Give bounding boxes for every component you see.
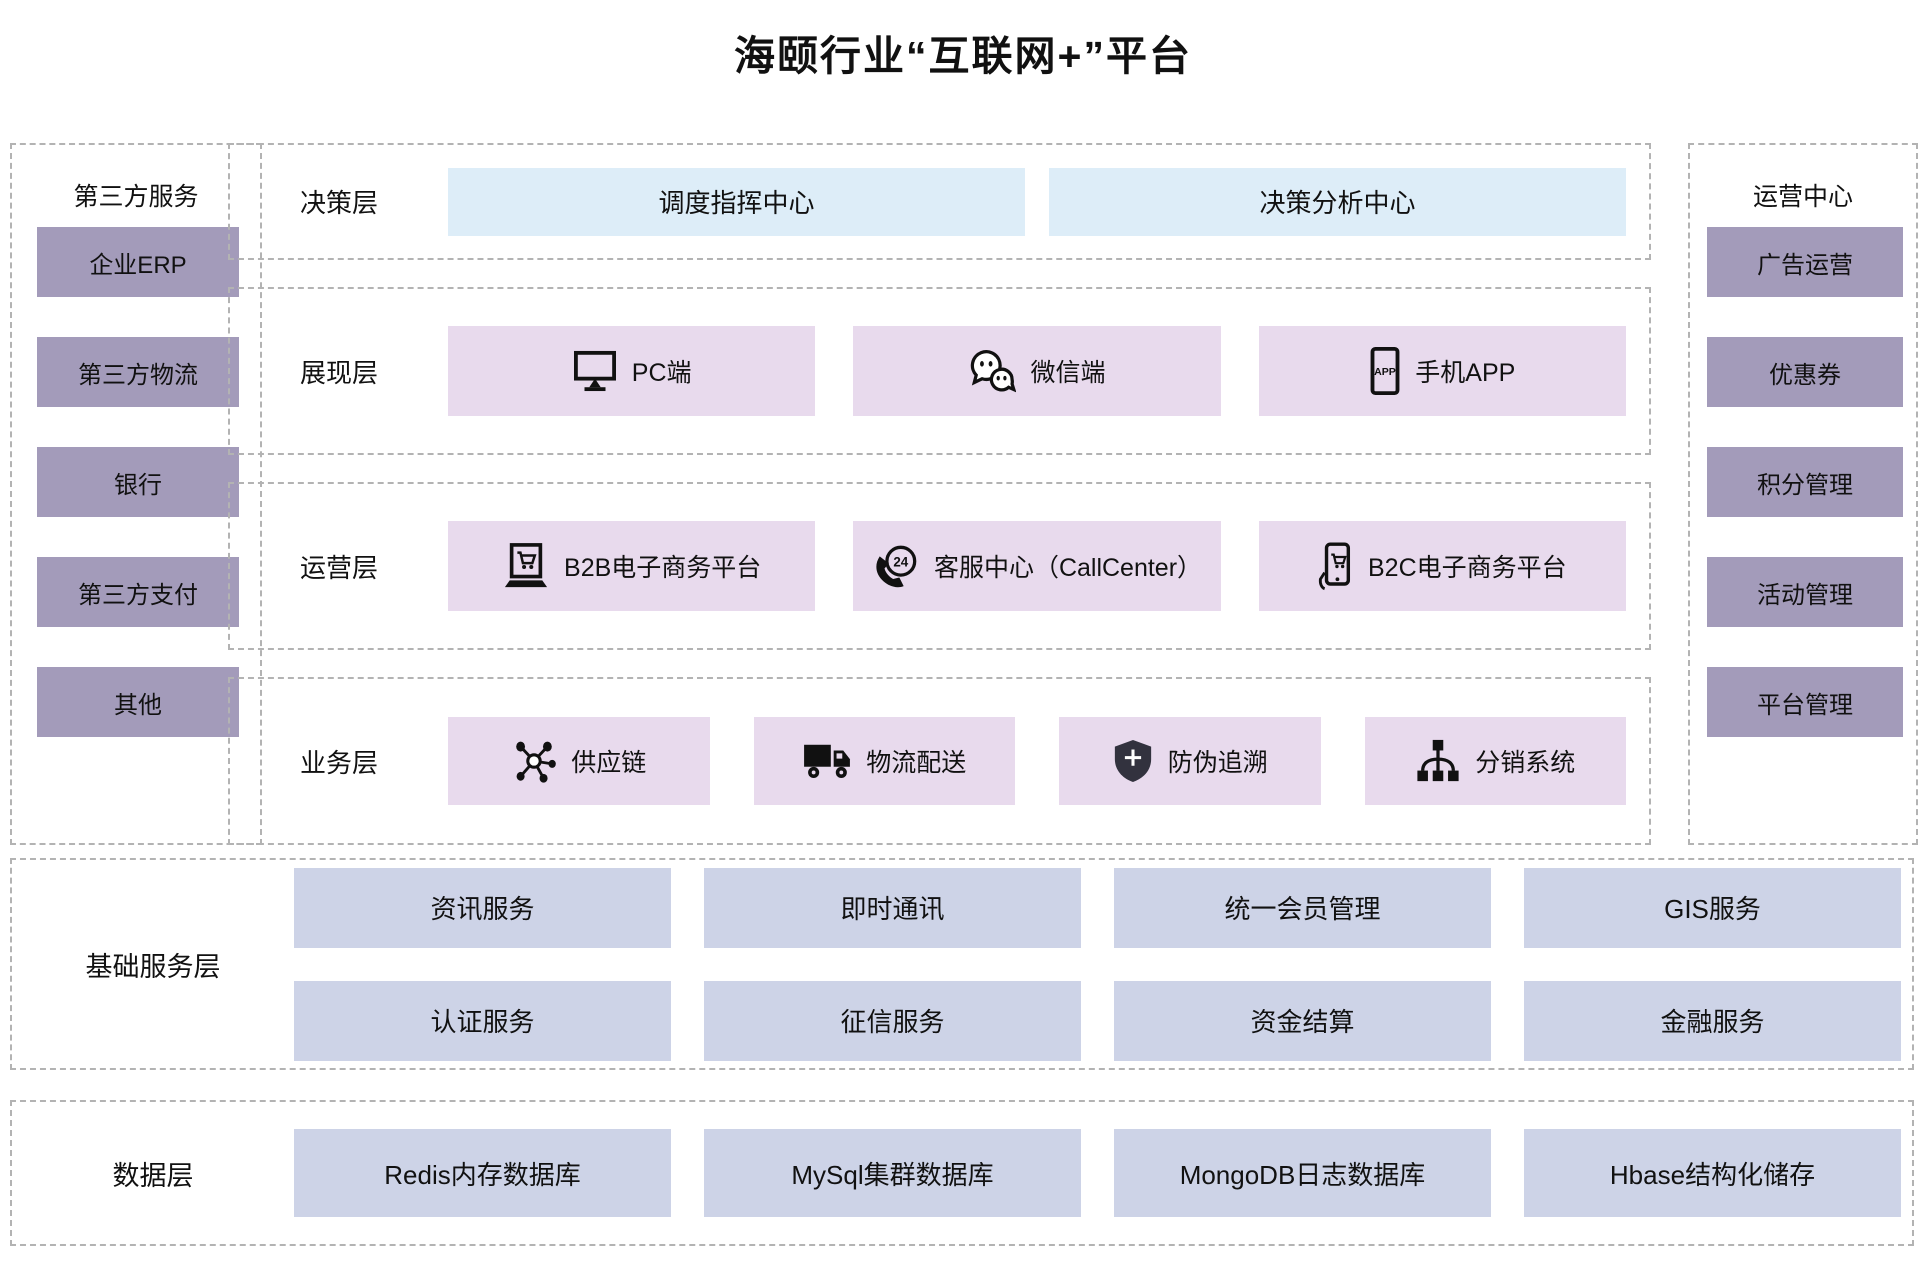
- db-mongodb-box: MongoDB日志数据库: [1114, 1129, 1491, 1217]
- svg-text:24: 24: [893, 554, 908, 569]
- dispatch-command-center-box: 调度指挥中心: [448, 167, 1025, 236]
- supply-chain-icon: [511, 739, 557, 783]
- decision-analysis-center-box: 决策分析中心: [1049, 167, 1626, 236]
- third-party-services-panel: 第三方服务 企业ERP 第三方物流 银行 第三方支付 其他: [10, 143, 262, 845]
- wechat-client-label: 微信端: [1030, 359, 1106, 387]
- db-redis-box: Redis内存数据库: [294, 1129, 671, 1217]
- business-layer-label: 业务层: [299, 747, 378, 778]
- ops-item-coupon: 优惠券: [1707, 337, 1903, 407]
- logistics-label: 物流配送: [866, 749, 967, 777]
- callcenter-24-icon: 24: [872, 543, 920, 589]
- anti-fake-label: 防伪追溯: [1167, 749, 1268, 777]
- svc-auth-box: 认证服务: [294, 980, 671, 1061]
- mobile-app-icon: APP: [1369, 346, 1401, 396]
- third-party-item-erp: 企业ERP: [37, 227, 239, 297]
- third-party-services-title: 第三方服务: [73, 183, 199, 211]
- ops-item-platform: 平台管理: [1707, 667, 1903, 737]
- svc-finance-box: 金融服务: [1524, 980, 1901, 1061]
- b2c-commerce-label: B2C电子商务平台: [1368, 554, 1567, 582]
- base-services-label: 基础服务层: [85, 951, 221, 982]
- svg-text:APP: APP: [1374, 366, 1396, 378]
- page-title: 海颐行业“互联网+”平台: [734, 33, 1192, 79]
- presentation-layer-label: 展现层: [299, 357, 378, 388]
- svc-member-box: 统一会员管理: [1114, 867, 1491, 948]
- presentation-layer-group: 展现层 PC端: [228, 287, 1651, 455]
- db-hbase-box: Hbase结构化储存: [1524, 1129, 1901, 1217]
- business-layer-group: 业务层: [228, 677, 1651, 845]
- logistics-box: 物流配送: [753, 717, 1015, 805]
- anti-fake-box: 防伪追溯: [1059, 717, 1321, 805]
- operation-layer-label: 运营层: [299, 552, 378, 583]
- wechat-icon: [968, 349, 1017, 393]
- callcenter-label: 客服中心（CallCenter）: [933, 554, 1203, 582]
- data-layer-label: 数据层: [112, 1160, 194, 1191]
- third-party-item-payment: 第三方支付: [37, 557, 239, 627]
- b2c-commerce-icon: [1318, 541, 1354, 591]
- decision-layer-label: 决策层: [299, 188, 378, 218]
- monitor-icon: [572, 350, 618, 392]
- logistics-truck-icon: [802, 740, 852, 782]
- third-party-item-bank: 银行: [37, 447, 239, 517]
- db-mysql-box: MySql集群数据库: [704, 1129, 1081, 1217]
- ops-item-points: 积分管理: [1707, 447, 1903, 517]
- third-party-item-other: 其他: [37, 667, 239, 737]
- data-layer-panel: 数据层 Redis内存数据库 MySql集群数据库 MongoDB日志数据库 H…: [10, 1100, 1914, 1246]
- svc-gis-box: GIS服务: [1524, 867, 1901, 948]
- mobile-app-box: APP 手机APP: [1258, 326, 1626, 416]
- decision-layer-group: 决策层 调度指挥中心 决策分析中心: [228, 143, 1651, 260]
- b2b-commerce-label: B2B电子商务平台: [564, 554, 762, 582]
- b2b-commerce-icon: [502, 543, 550, 589]
- mobile-app-label: 手机APP: [1415, 359, 1516, 387]
- svc-settlement-box: 资金结算: [1114, 980, 1491, 1061]
- operation-center-title: 运营中心: [1752, 183, 1853, 211]
- base-services-panel: 基础服务层 资讯服务 即时通讯 统一会员管理 GIS服务 认证服务 征信服务 资…: [10, 858, 1914, 1070]
- distribution-tree-icon: [1415, 738, 1461, 784]
- anti-fake-shield-icon: [1112, 738, 1154, 784]
- pc-client-label: PC端: [631, 359, 692, 387]
- third-party-item-logistics: 第三方物流: [37, 337, 239, 407]
- svc-news-box: 资讯服务: [294, 867, 671, 948]
- b2c-commerce-box: B2C电子商务平台: [1258, 521, 1626, 611]
- pc-client-box: PC端: [448, 326, 816, 416]
- operation-layer-group: 运营层 B2B电子商务平台 24: [228, 482, 1651, 650]
- distribution-box: 分销系统: [1364, 717, 1626, 805]
- supply-chain-box: 供应链: [448, 717, 710, 805]
- ops-item-ads: 广告运营: [1707, 227, 1903, 297]
- wechat-client-box: 微信端: [853, 326, 1221, 416]
- callcenter-box: 24 客服中心（CallCenter）: [853, 521, 1221, 611]
- distribution-label: 分销系统: [1475, 749, 1576, 777]
- ops-item-activity: 活动管理: [1707, 557, 1903, 627]
- supply-chain-label: 供应链: [571, 749, 647, 777]
- operation-center-panel: 运营中心 广告运营 优惠券 积分管理 活动管理 平台管理: [1688, 143, 1918, 845]
- svc-credit-box: 征信服务: [704, 980, 1081, 1061]
- b2b-commerce-box: B2B电子商务平台: [448, 521, 816, 611]
- svc-im-box: 即时通讯: [704, 867, 1081, 948]
